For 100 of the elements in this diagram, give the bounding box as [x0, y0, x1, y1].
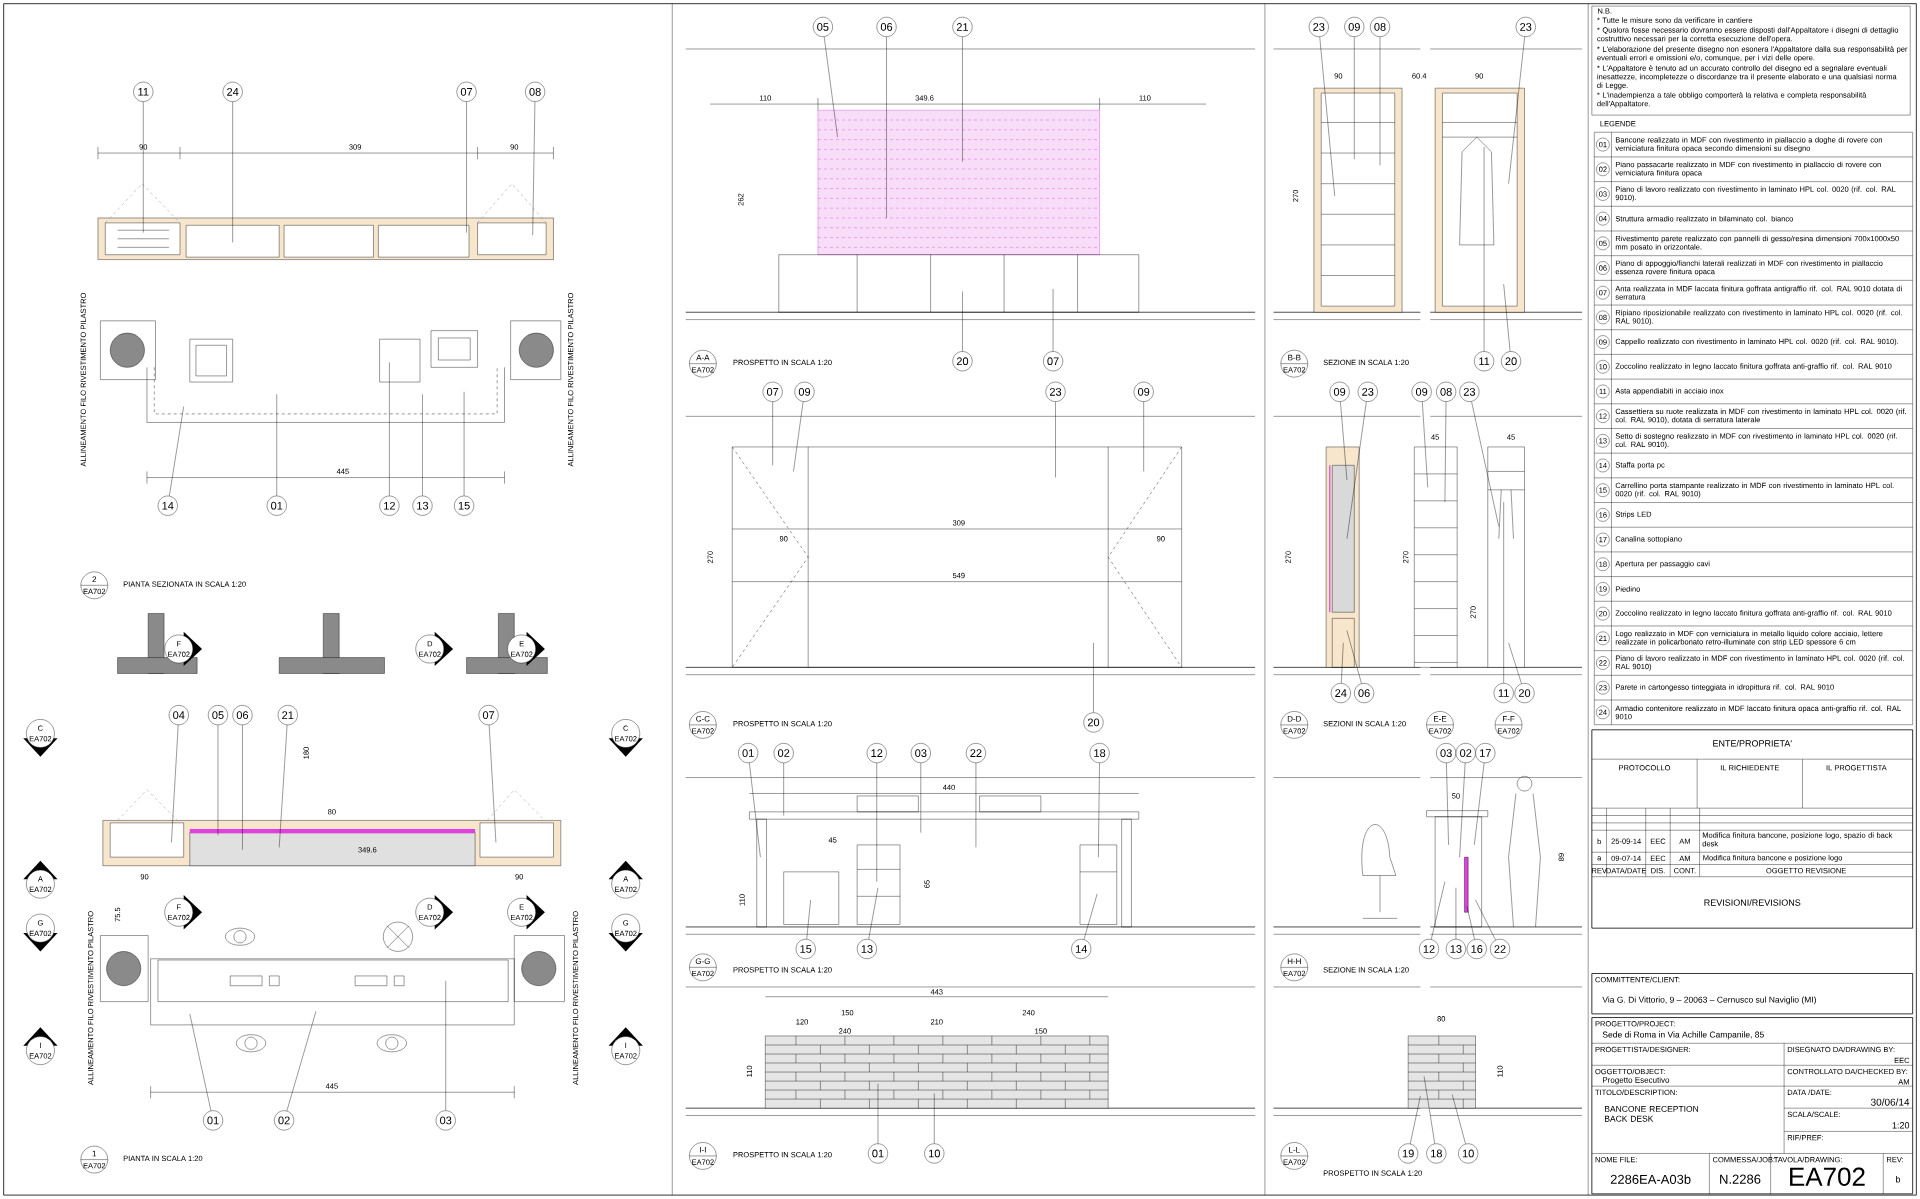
callout-number: 16 [1466, 939, 1487, 960]
leader-line [189, 1013, 212, 1111]
table-heading: ENTE/PROPRIETA' [1713, 740, 1792, 747]
callout-number: 03 [435, 1110, 456, 1131]
leader-line [1346, 630, 1362, 684]
leader-line [975, 762, 977, 848]
callout-number: 09 [1411, 382, 1432, 402]
leader-line [1508, 642, 1522, 684]
field-value: 1:20 [1892, 1122, 1910, 1129]
field-value: Via G. Di Vittorio, 9 – 20063 – Cernusco sul Naviglio (MI) [1602, 996, 1816, 1005]
leader-line [276, 394, 277, 497]
leader-line [1410, 1095, 1421, 1145]
callout-number: 12 [379, 495, 400, 516]
callout-number: 06 [1354, 683, 1375, 704]
callout-number: 13 [412, 495, 433, 516]
callout-number: 04 [168, 705, 189, 726]
callout-number: 22 [965, 743, 986, 764]
leader-line [242, 724, 243, 851]
callout-number: 23 [1045, 382, 1066, 402]
leader-line [1452, 1094, 1466, 1145]
callout-number: 12 [1419, 939, 1439, 960]
leader-line [1508, 36, 1525, 184]
callout-number: 11 [1493, 683, 1514, 704]
callout-number: 14 [157, 495, 178, 516]
leader-line [1423, 1076, 1435, 1144]
leader-line [463, 391, 465, 497]
callout-number: 20 [1514, 683, 1535, 704]
callout-number: 23 [1357, 382, 1378, 402]
leader-line [1354, 36, 1355, 160]
leader-line [962, 36, 963, 162]
field-value: Sede di Roma in Via Achille Campanile, 85 [1602, 1031, 1764, 1040]
leader-line [772, 401, 773, 466]
callout-number: 07 [762, 382, 783, 402]
callout-number: 18 [1089, 743, 1110, 764]
leader-line [1431, 881, 1446, 940]
callout-number: 02 [274, 1110, 295, 1131]
leader-line [1455, 887, 1457, 940]
leader-line [749, 762, 761, 858]
leader-line [920, 762, 922, 833]
leader-line [793, 401, 804, 472]
leader-line [1459, 762, 1466, 858]
callout-number: 20 [1083, 712, 1104, 733]
callout-number: 20 [1501, 351, 1521, 372]
leader-line [171, 724, 179, 843]
callout-number: 22 [1490, 939, 1510, 960]
leader-line [1055, 401, 1056, 478]
callout-number: 13 [857, 939, 877, 960]
callout-number: 10 [1458, 1143, 1479, 1164]
table-heading: REVISIONI/REVISIONS [1704, 899, 1801, 906]
callout-number: 08 [1370, 17, 1390, 37]
field-value: Progetto Esecutivo [1603, 1077, 1670, 1085]
callout-number: 24 [222, 82, 243, 102]
drawing-title: BANCONE RECEPTION BACK DESK [1605, 1106, 1699, 1122]
leader-line [286, 1011, 317, 1112]
leader-line [1346, 401, 1367, 540]
leader-line [422, 394, 423, 497]
leader-line [1093, 642, 1094, 713]
leader-line [169, 406, 184, 497]
leader-line [1503, 284, 1511, 352]
callout-number: 08 [525, 82, 546, 102]
leader-line [823, 36, 838, 138]
callout-number: 09 [794, 382, 815, 402]
callout-number: 05 [208, 705, 228, 726]
callout-number: 01 [868, 1143, 888, 1164]
callout-number: 08 [1436, 382, 1457, 402]
leader-line [1483, 146, 1485, 352]
leader-line [1475, 899, 1496, 941]
callout-number: 10 [924, 1143, 945, 1164]
callout-number: 17 [1475, 743, 1496, 764]
leader-line [1052, 288, 1054, 352]
callout-number: 21 [277, 705, 298, 726]
callout-number: 09 [1133, 382, 1154, 402]
leader-line [1341, 642, 1344, 684]
leader-line [466, 101, 467, 233]
callout-number: 23 [1459, 382, 1480, 402]
leader-line [1474, 762, 1485, 846]
callout-number: 15 [454, 495, 475, 516]
callout-number: 19 [1398, 1143, 1419, 1164]
callout-number: 01 [266, 495, 287, 516]
callout-number: 09 [1344, 17, 1365, 37]
leader-line [143, 101, 144, 233]
leader-line [488, 724, 497, 843]
callout-number: 23 [1515, 17, 1536, 37]
leader-line [1466, 906, 1475, 940]
leader-line [806, 899, 811, 940]
callout-number: 09 [1329, 382, 1350, 402]
leader-line [783, 762, 784, 816]
callout-number: 13 [1446, 939, 1466, 960]
callout-number: 14 [1071, 939, 1092, 960]
leader-line [445, 980, 446, 1111]
callout-number: 12 [866, 743, 887, 764]
callout-number: 24 [1330, 683, 1351, 704]
leader-line [1340, 401, 1348, 481]
leader-line [1098, 762, 1100, 858]
callout-number: 05 [812, 17, 833, 37]
callout-number: 01 [203, 1110, 223, 1131]
leader-line [279, 724, 288, 848]
callout-number: 07 [478, 705, 499, 726]
leader-line [934, 1093, 935, 1144]
leader-line [1471, 401, 1499, 527]
